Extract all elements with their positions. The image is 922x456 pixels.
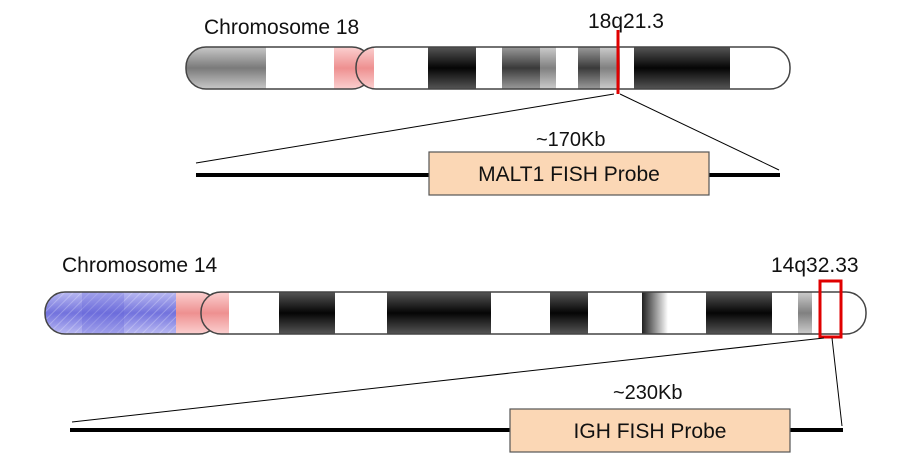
- chr18-probe: MALT1 FISH Probe: [428, 151, 710, 196]
- chr18-size-label: ~170Kb: [536, 129, 606, 151]
- chr18-q-arm: [356, 47, 790, 89]
- chr14-locus-label: 14q32.33: [771, 254, 859, 277]
- chr14-zoom-lines: [71, 337, 843, 427]
- chr18-p-arm: [186, 47, 372, 89]
- chr14-probe: IGH FISH Probe: [509, 408, 791, 453]
- chr18-title: Chromosome 18: [204, 16, 359, 39]
- chr18-zoom-lines: [195, 93, 780, 171]
- chr18-probe-label: MALT1 FISH Probe: [478, 163, 660, 186]
- chromosome-14: Chromosome 14 14q32.33 ~230Kb: [44, 254, 867, 453]
- chr14-probe-label: IGH FISH Probe: [574, 420, 727, 443]
- chr14-locus-marker: [818, 279, 843, 339]
- chr18-locus-label: 18q21.3: [588, 10, 664, 33]
- chr14-p-arm: [45, 292, 219, 334]
- chr14-q-arm: [201, 292, 866, 334]
- chr14-size-label: ~230Kb: [613, 382, 683, 404]
- chromosome-18: Chromosome 18 18q21.3 ~170Kb: [185, 10, 791, 196]
- chr14-title: Chromosome 14: [62, 254, 218, 277]
